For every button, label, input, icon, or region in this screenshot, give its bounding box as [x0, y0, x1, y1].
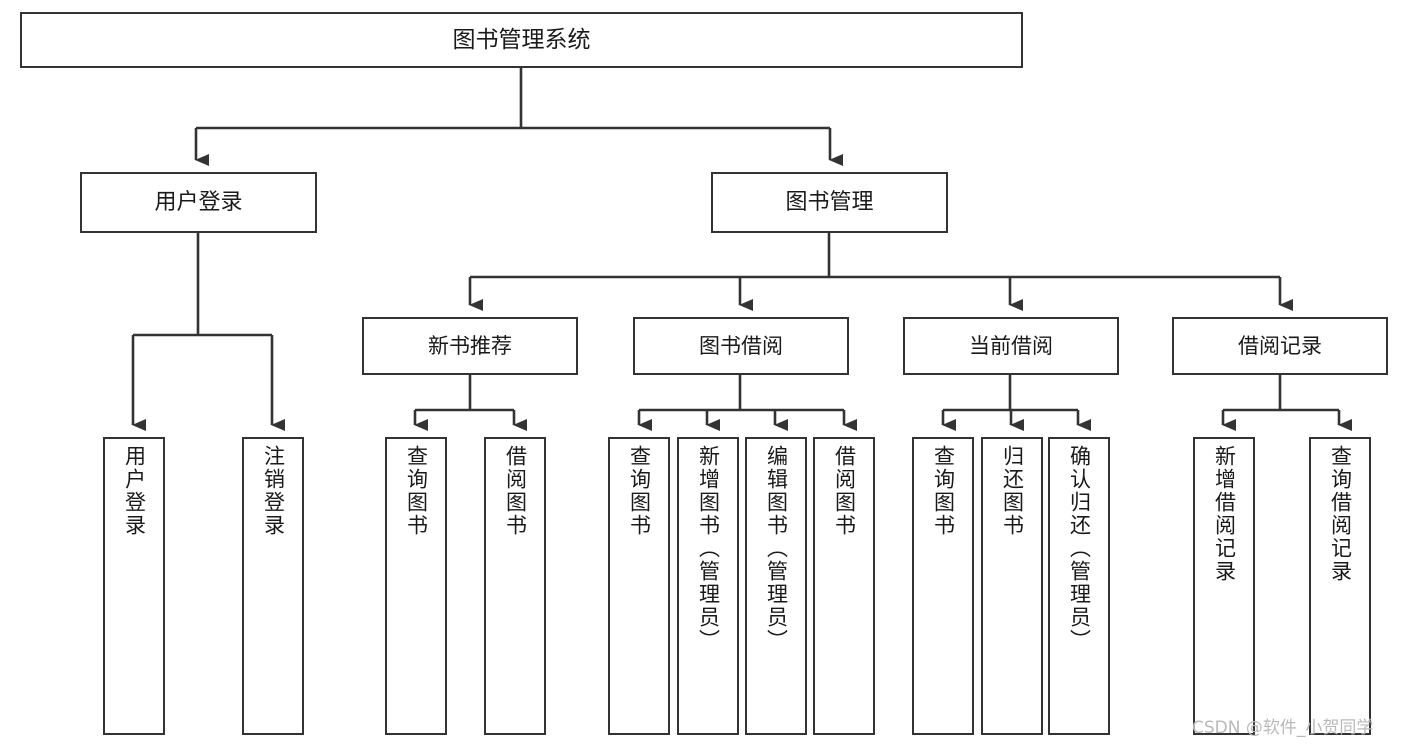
node-label: 新增借阅记录 — [1212, 445, 1237, 583]
node-leaf-user-login[interactable]: 用户登录 — [103, 437, 165, 735]
node-new-book-recommend[interactable]: 新书推荐 — [362, 317, 578, 375]
node-label: 图书管理系统 — [452, 26, 591, 53]
node-leaf-query-book-2[interactable]: 查询图书 — [608, 437, 670, 735]
node-label: 借阅图书 — [503, 445, 528, 537]
node-leaf-query-borrow-record[interactable]: 查询借阅记录 — [1309, 437, 1371, 735]
node-label: 查询图书 — [404, 445, 429, 537]
node-leaf-query-book-3[interactable]: 查询图书 — [912, 437, 974, 735]
node-leaf-logout-login[interactable]: 注销登录 — [242, 437, 304, 735]
node-leaf-return-book[interactable]: 归还图书 — [981, 437, 1043, 735]
node-leaf-edit-book-admin[interactable]: 编辑图书（管理员） — [745, 437, 807, 735]
node-label: 编辑图书（管理员） — [764, 445, 789, 652]
node-leaf-borrow-book-2[interactable]: 借阅图书 — [813, 437, 875, 735]
node-user-login[interactable]: 用户登录 — [80, 172, 317, 233]
node-label: 确认归还（管理员） — [1067, 445, 1092, 652]
node-label: 借阅记录 — [1238, 333, 1322, 358]
node-leaf-add-borrow-record[interactable]: 新增借阅记录 — [1193, 437, 1255, 735]
node-label: 用户登录 — [122, 445, 147, 537]
csdn-watermark: CSDN @软件_小贺同学 — [1192, 718, 1374, 738]
node-book-management[interactable]: 图书管理 — [711, 172, 948, 233]
node-leaf-query-book-1[interactable]: 查询图书 — [385, 437, 447, 735]
node-label: 查询图书 — [931, 445, 956, 537]
node-label: 用户登录 — [154, 189, 243, 215]
node-label: 图书管理 — [785, 189, 874, 215]
node-book-borrow[interactable]: 图书借阅 — [633, 317, 849, 375]
node-label: 归还图书 — [1000, 445, 1025, 537]
node-current-borrow[interactable]: 当前借阅 — [903, 317, 1119, 375]
node-label: 新书推荐 — [428, 333, 512, 358]
node-label: 注销登录 — [261, 445, 286, 537]
node-label: 当前借阅 — [969, 333, 1053, 358]
node-borrow-record[interactable]: 借阅记录 — [1172, 317, 1388, 375]
node-root-book-management-system[interactable]: 图书管理系统 — [20, 12, 1023, 68]
node-leaf-confirm-return-admin[interactable]: 确认归还（管理员） — [1048, 437, 1110, 735]
node-leaf-add-book-admin[interactable]: 新增图书（管理员） — [677, 437, 739, 735]
node-label: 借阅图书 — [832, 445, 857, 537]
node-label: 查询图书 — [627, 445, 652, 537]
node-label: 查询借阅记录 — [1328, 445, 1353, 583]
node-label: 新增图书（管理员） — [696, 445, 721, 652]
node-label: 图书借阅 — [699, 333, 783, 358]
node-leaf-borrow-book-1[interactable]: 借阅图书 — [484, 437, 546, 735]
